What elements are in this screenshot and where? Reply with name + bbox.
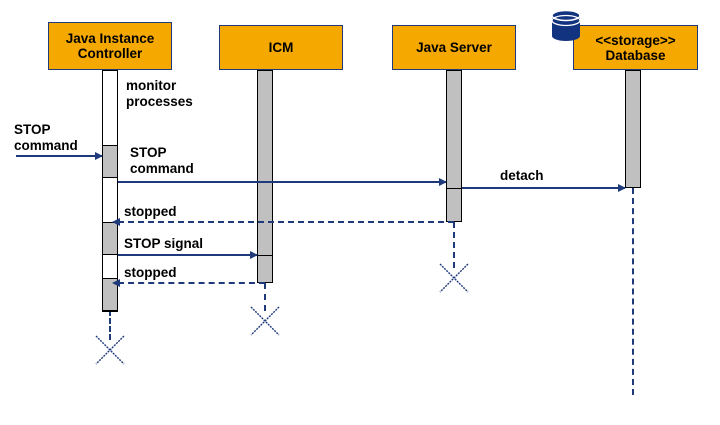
lifeline-header-java-server[interactable]: Java Server [392, 25, 516, 70]
destruction-marker-java-instance-controller [92, 332, 128, 368]
message-label-stop-command-external-line1: STOP [14, 122, 51, 137]
message-line-stop-command-java-server[interactable] [118, 181, 446, 183]
message-line-stop-command-external[interactable] [16, 155, 102, 157]
lifeline-dash-database [632, 188, 634, 395]
lifeline-header-icm[interactable]: ICM [219, 25, 343, 70]
destruction-marker-icm [247, 303, 283, 339]
message-line-stopped-icm[interactable] [118, 282, 265, 284]
message-label-stop-command-java-server-line2: command [130, 161, 194, 176]
arrow-head-stop-command-java-server [439, 178, 447, 186]
message-line-stopped-java-server[interactable] [118, 221, 454, 223]
lifeline-label-java-server: Java Server [416, 40, 492, 55]
lifeline-dash-java-server [453, 222, 455, 268]
lifeline-label-database-name: Database [605, 47, 666, 63]
activation-segment-jic-2 [103, 222, 117, 255]
activation-bar-database [625, 70, 641, 188]
lifeline-header-database[interactable]: <<storage>> Database [573, 25, 698, 70]
arrow-head-stopped-java-server [112, 218, 120, 226]
message-label-stop-command-external-line2: command [14, 138, 78, 153]
message-label-monitor-processes-line2: processes [126, 94, 193, 109]
lifeline-dash-icm [264, 283, 266, 311]
arrow-head-stop-signal [250, 251, 258, 259]
message-label-stop-signal: STOP signal [124, 236, 204, 251]
lifeline-header-java-instance-controller[interactable]: Java Instance Controller [48, 22, 172, 70]
arrow-head-stop-command-external [95, 152, 103, 160]
message-label-monitor-processes-line1: monitor [126, 78, 177, 93]
arrow-head-stopped-icm [112, 279, 120, 287]
lifeline-label-icm: ICM [268, 40, 294, 55]
message-line-detach[interactable] [462, 187, 625, 189]
activation-segment-java-server-inner [446, 188, 462, 222]
lifeline-label-database-stereotype: <<storage>> [595, 32, 676, 48]
activation-bar-icm [257, 70, 273, 283]
database-cylinder-icon [548, 9, 584, 45]
message-line-stop-signal[interactable] [118, 254, 257, 256]
message-label-stop-command-java-server-line1: STOP [130, 145, 167, 160]
lifeline-label-java-instance-controller-line2: Controller [77, 46, 143, 61]
activation-segment-jic-1 [103, 145, 117, 178]
destruction-marker-java-server [436, 260, 472, 296]
arrow-head-detach [618, 184, 626, 192]
lifeline-label-java-instance-controller-line1: Java Instance [65, 31, 155, 46]
activation-bar-java-instance-controller [102, 70, 118, 312]
message-label-stopped-icm: stopped [124, 265, 177, 280]
message-label-stopped-java-server: stopped [124, 204, 177, 219]
message-label-detach: detach [500, 168, 544, 183]
activation-segment-icm-inner [257, 255, 273, 283]
lifeline-dash-java-instance-controller [109, 310, 111, 340]
